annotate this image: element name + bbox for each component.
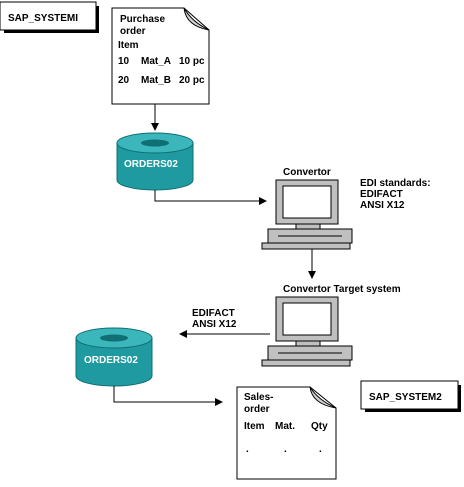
- orders02-bottom-label: ORDERS02: [84, 355, 138, 366]
- purchase-order-header: Item: [118, 40, 139, 51]
- edi-top-line1: EDI standards:: [360, 178, 431, 189]
- sap-system1-box: SAP_SYSTEMI: [0, 1, 99, 33]
- po-row2-qty: 20 pc: [179, 75, 205, 86]
- computer-top-icon: [261, 179, 353, 250]
- sap-system2-label: SAP_SYSTEM2: [369, 392, 442, 403]
- orders02-top-label: ORDERS02: [124, 159, 178, 170]
- po-row1-item: 10: [118, 56, 130, 67]
- so-dot-mat: .: [284, 444, 287, 455]
- purchase-order-document: Purchase order Item 10 Mat_A 10 pc 20 Ma…: [111, 7, 210, 105]
- orders02-db-top: ORDERS02: [116, 132, 194, 191]
- arrow-db-to-sales-order: [113, 386, 223, 406]
- arrow-db-to-convertor: [154, 190, 267, 205]
- orders02-db-bottom: ORDERS02: [75, 327, 153, 387]
- so-dot-item: .: [246, 444, 249, 455]
- sap-system2-box: SAP_SYSTEM2: [360, 380, 461, 412]
- so-header-item: Item: [244, 421, 265, 432]
- convertor-label: Convertor: [283, 167, 331, 178]
- po-row2-item: 20: [118, 75, 130, 86]
- edi-bottom-line2: ANSI X12: [192, 319, 237, 330]
- po-row1-mat: Mat_A: [141, 56, 171, 67]
- sales-order-document: Sales- order Item Mat. Qty . . .: [236, 386, 337, 480]
- sap-system1-label: SAP_SYSTEMI: [8, 13, 78, 24]
- purchase-order-title-2: order: [120, 26, 146, 37]
- sales-order-title-2: order: [244, 404, 270, 415]
- so-header-mat: Mat.: [275, 421, 295, 432]
- so-header-qty: Qty: [311, 421, 328, 432]
- po-row2-mat: Mat_B: [141, 75, 171, 86]
- so-dot-qty: .: [319, 444, 322, 455]
- po-row1-qty: 10 pc: [179, 56, 205, 67]
- convertor-target-label: Convertor Target system: [283, 284, 401, 295]
- edi-bottom-line1: EDIFACT: [192, 308, 235, 319]
- edi-top-line2: EDIFACT: [360, 189, 403, 200]
- purchase-order-title-1: Purchase: [120, 14, 165, 25]
- sales-order-title-1: Sales-: [244, 392, 273, 403]
- edi-top-line3: ANSI X12: [360, 200, 405, 211]
- computer-bottom-icon: [261, 296, 353, 367]
